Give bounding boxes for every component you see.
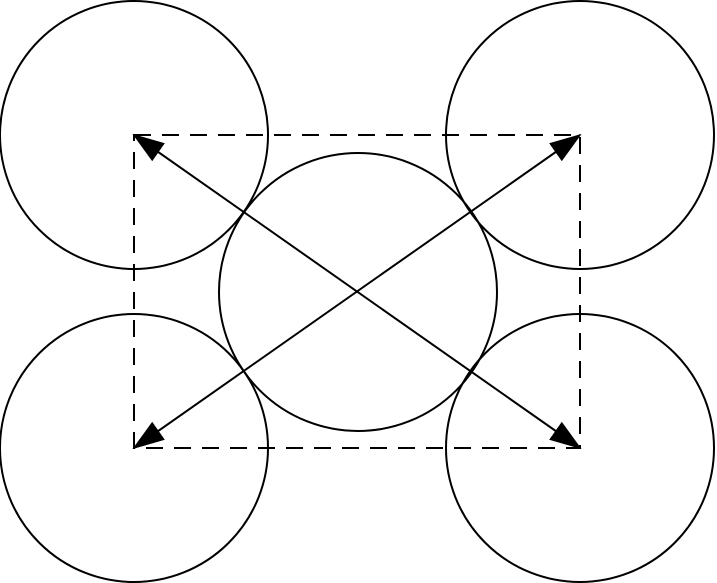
arrow-diagonal-bottom-left-top-right <box>132 133 582 450</box>
